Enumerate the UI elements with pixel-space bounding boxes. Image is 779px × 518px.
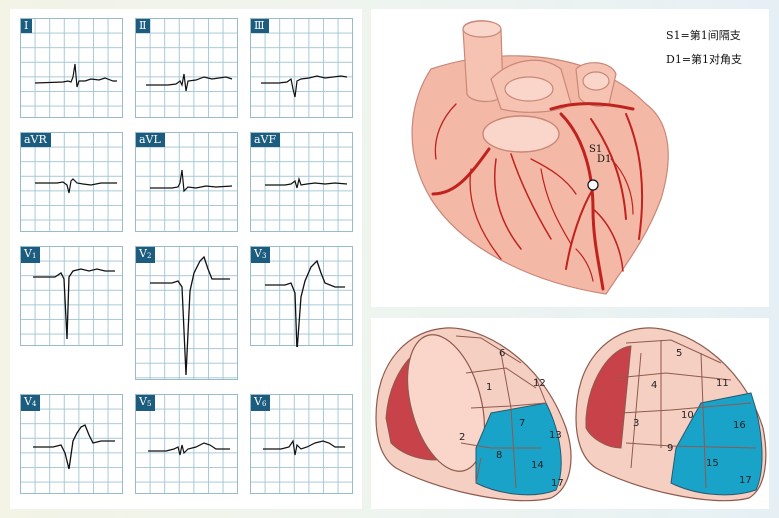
affected-region-left: [475, 402, 562, 496]
segment-lines-left: [455, 335, 547, 489]
segment-4-right: 4: [651, 380, 657, 391]
lead-II: Ⅱ: [135, 18, 238, 118]
segment-16-right: 16: [733, 420, 746, 431]
segment-8-left: 8: [496, 450, 502, 461]
lead-V1-trace: [33, 268, 115, 340]
lead-V3-trace: [265, 259, 345, 347]
lead-label-V2: V2: [136, 247, 156, 263]
lead-V1: V1: [20, 246, 123, 346]
lead-aVR: aVR: [20, 132, 123, 232]
segment-10-right: 10: [681, 410, 694, 421]
lead-label-aVF: aVF: [251, 133, 281, 147]
lead-label-V5: V5: [136, 395, 156, 411]
lead-III: Ⅲ: [250, 18, 353, 118]
segment-17-right: 17: [739, 475, 752, 486]
lead-II-trace: [146, 73, 233, 92]
label-d1: D1: [597, 154, 611, 165]
heart-illustration: S1 D1: [411, 20, 669, 295]
segment-11-right: 11: [716, 378, 729, 389]
lead-aVL-trace: [150, 169, 233, 193]
segment-2-left: 2: [459, 432, 465, 443]
bullseye-panel: 6 1 12 2 7 13 8 14 17 5 4: [371, 318, 769, 509]
lead-label-I: Ⅰ: [21, 19, 33, 33]
lead-aVF-trace: [265, 176, 348, 189]
lead-label-V3: V3: [251, 247, 271, 263]
lead-III-trace: [261, 75, 348, 98]
bullseye-diagrams: 6 1 12 2 7 13 8 14 17 5 4: [375, 327, 767, 502]
heart-panel: S1 D1 S1=第1间隔支 D1=第1对角支: [371, 9, 769, 307]
lead-V2-trace: [150, 255, 230, 376]
lead-V4-trace: [33, 424, 115, 470]
ventricle-right: 5 4 11 3 10 16 9 15 17: [575, 327, 767, 502]
segment-13-left: 13: [549, 430, 562, 441]
segment-12-left: 12: [533, 378, 546, 389]
ecg-panel: Ⅰ Ⅱ Ⅲ aVR aVL aVF V1: [10, 9, 362, 509]
lead-V6: V6: [250, 394, 353, 494]
lead-V6-trace: [263, 439, 345, 456]
lead-label-III: Ⅲ: [251, 19, 269, 33]
aorta-opening: [462, 20, 502, 38]
lead-label-II: Ⅱ: [136, 19, 151, 33]
segment-3-right: 3: [633, 418, 639, 429]
lead-V5: V5: [135, 394, 238, 494]
lesion-marker: [587, 179, 599, 191]
lead-aVL: aVL: [135, 132, 238, 232]
segment-14-left: 14: [531, 460, 544, 471]
lead-V5-trace: [148, 442, 230, 456]
segment-1-left: 1: [486, 382, 492, 393]
aortic-root: [482, 115, 560, 153]
segment-17-left: 17: [551, 478, 564, 489]
label-s1: S1: [589, 144, 602, 155]
segment-15-right: 15: [706, 458, 719, 469]
segment-5-right: 5: [676, 348, 682, 359]
legend-d1: D1=第1对角支: [666, 53, 743, 66]
segment-7-left: 7: [519, 418, 525, 429]
segment-6-left: 6: [499, 348, 505, 359]
ventricle-left-opening: [407, 334, 485, 472]
lead-I-trace: [34, 63, 117, 88]
lead-label-aVL: aVL: [136, 133, 165, 147]
legend-s1: S1=第1间隔支: [666, 29, 741, 42]
affected-region-right: [670, 392, 763, 496]
coronary-arteries: [431, 102, 644, 291]
lead-label-V1: V1: [21, 247, 41, 263]
lead-V3: V3: [250, 246, 353, 347]
segment-9-right: 9: [667, 443, 673, 454]
segment-lines-right: [615, 339, 757, 489]
right-vessel-opening: [582, 71, 610, 91]
lead-V2: V2: [135, 246, 238, 380]
lead-label-aVR: aVR: [21, 133, 51, 147]
ventricle-left: 6 1 12 2 7 13 8 14 17: [375, 327, 572, 502]
lead-aVF: aVF: [250, 132, 353, 232]
lead-label-V4: V4: [21, 395, 41, 411]
pulmonary-opening: [504, 76, 554, 102]
lead-I: Ⅰ: [20, 18, 123, 118]
lead-V4: V4: [20, 394, 123, 494]
lead-aVR-trace: [35, 178, 117, 194]
lead-label-V6: V6: [251, 395, 271, 411]
ventricle-right-wall: [585, 345, 632, 449]
